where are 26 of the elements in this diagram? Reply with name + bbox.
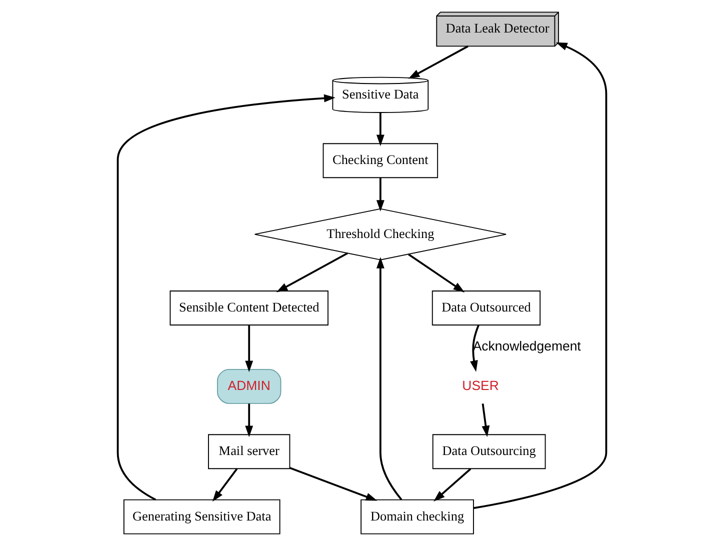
node-diamond: Threshold Checking	[254, 208, 506, 260]
node-box: Data Outsourcing	[432, 434, 546, 470]
arrow	[116, 94, 335, 501]
node-box: ADMIN	[216, 368, 281, 404]
arrow	[212, 468, 238, 502]
edge-label: Acknowledgement	[472, 338, 580, 354]
arrow	[276, 252, 348, 292]
arrow	[244, 325, 253, 372]
node-box: Data Outsourced	[431, 290, 540, 326]
node-box: Sensible Content Detected	[169, 290, 328, 326]
arrow	[433, 468, 471, 502]
node-box: Generating Sensitive Data	[122, 499, 280, 534]
arrow	[288, 467, 377, 501]
arrow	[408, 45, 468, 79]
arrow	[473, 42, 607, 509]
node-box: Domain checking	[360, 499, 474, 534]
node-text: USER	[462, 378, 498, 393]
arrow	[481, 404, 490, 438]
arrow	[244, 404, 253, 438]
arrow	[470, 324, 479, 372]
arrow	[407, 254, 464, 292]
node-box: Mail server	[208, 434, 290, 470]
arrow	[376, 112, 384, 146]
arrow	[376, 257, 402, 500]
node-box: Checking Content	[322, 143, 438, 178]
arrow	[376, 178, 384, 212]
